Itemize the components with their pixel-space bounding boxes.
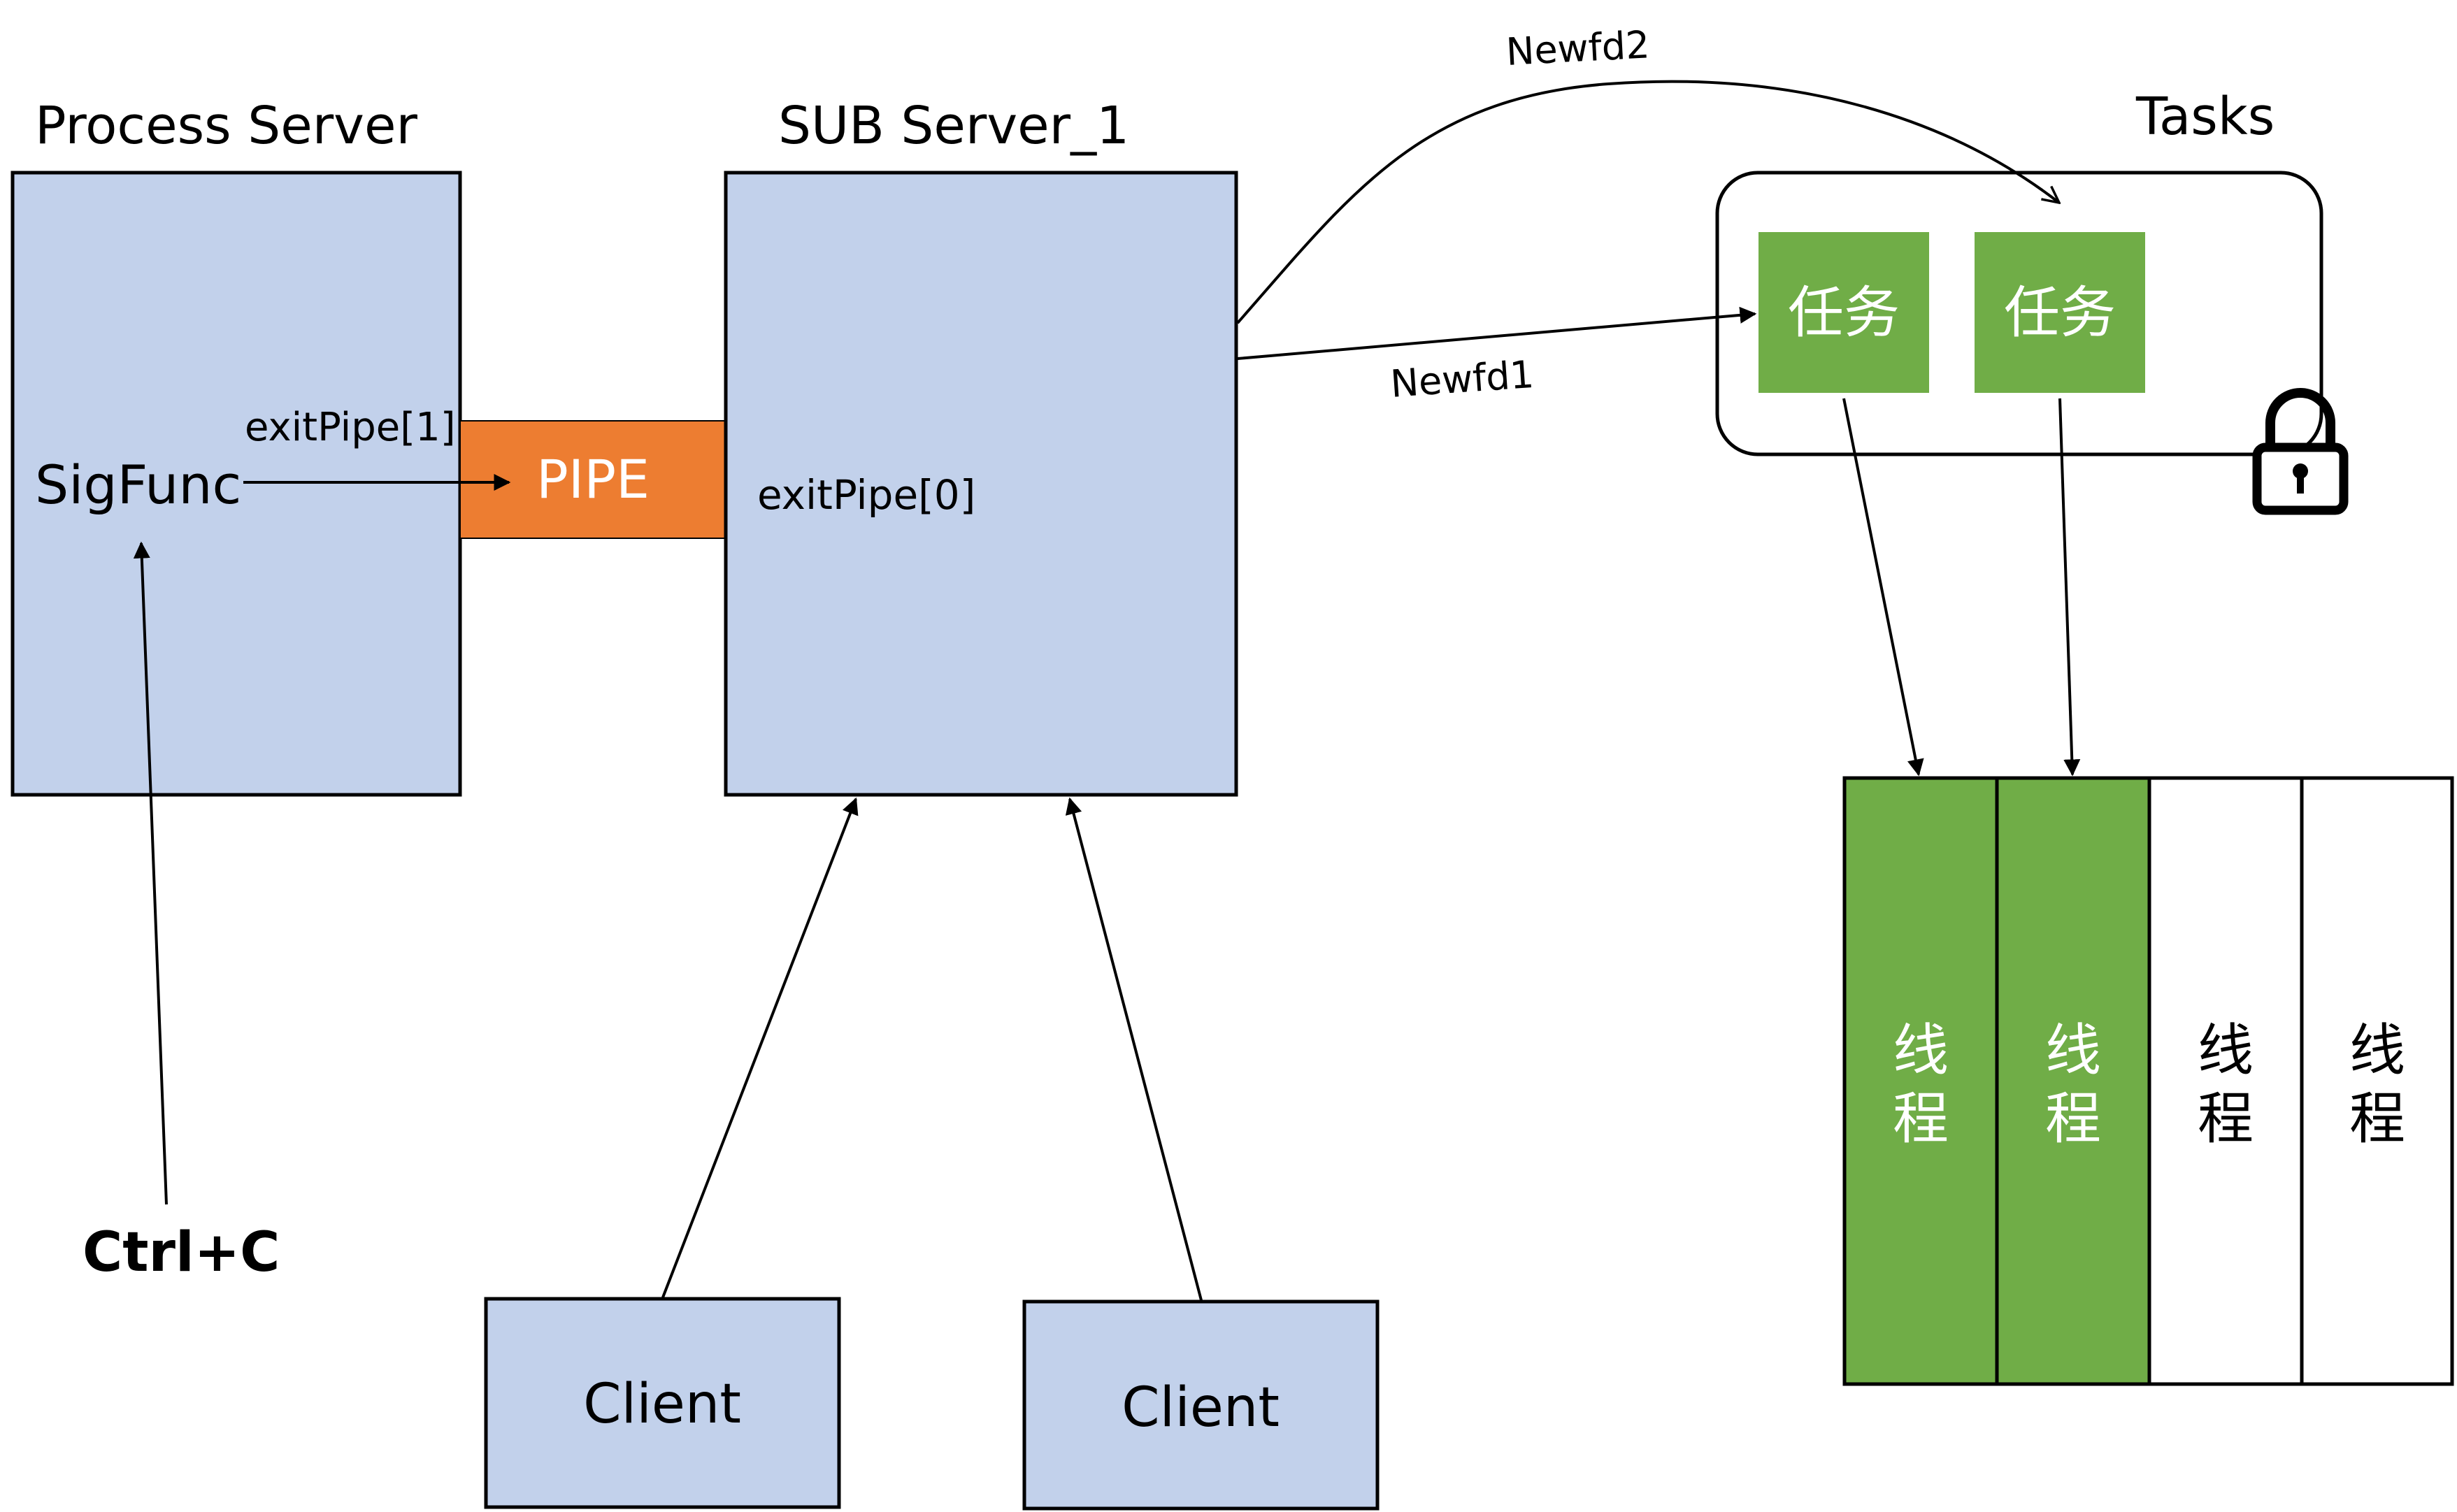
task-box-2	[1975, 232, 2145, 393]
thread-label-4-line2: 程	[2349, 1086, 2405, 1151]
thread-label-2-line2: 程	[2045, 1086, 2101, 1151]
client-label-1: Client	[583, 1373, 741, 1436]
thread-label-1-line1: 线	[1893, 1018, 1949, 1083]
task-label-1: 任务	[1788, 280, 1900, 345]
thread-label-4-line1: 线	[2349, 1018, 2405, 1083]
newfd1-label: Newfd1	[1389, 352, 1535, 406]
client-box-1	[484, 1297, 841, 1509]
sigfunc-label: SigFunc	[35, 454, 241, 516]
thread-label-3-line1: 线	[2198, 1018, 2254, 1083]
thread-label-3-line2: 程	[2198, 1086, 2254, 1151]
task-1-to-thread-arrow	[1842, 398, 1924, 777]
pipe-label: PIPE	[536, 448, 650, 510]
newfd2-label: Newfd2	[1505, 22, 1650, 74]
task-box-1	[1758, 232, 1929, 393]
newfd1-arrow	[1237, 306, 1757, 360]
thread-label-1-line2: 程	[1893, 1086, 1949, 1151]
task-2-to-thread-arrow	[2058, 398, 2081, 777]
ctrl-c-label: Ctrl+C	[83, 1221, 280, 1284]
thread-box-4	[2300, 776, 2454, 1386]
exit-pipe-1-label: exitPipe[1]	[245, 405, 456, 450]
ctrl-c-arrow	[133, 541, 168, 1205]
thread-box-1	[1842, 776, 1999, 1386]
exit-pipe-0-label: exitPipe[0]	[757, 471, 975, 519]
client-1-arrow	[661, 797, 859, 1298]
thread-box-3	[2147, 776, 2304, 1386]
client-box-2	[1022, 1299, 1380, 1511]
task-label-2: 任务	[2004, 280, 2116, 345]
lock-icon	[2252, 388, 2349, 515]
client-label-2: Client	[1122, 1376, 1280, 1439]
sub-server-box	[724, 171, 1238, 797]
thread-label-2-line1: 线	[2045, 1018, 2101, 1083]
newfd2-arrow	[1236, 80, 2059, 324]
tasks-title: Tasks	[2135, 87, 2275, 147]
sub-server-title: SUB Server_1	[778, 96, 1129, 156]
process-server-title: Process Server	[35, 96, 417, 156]
client-2-arrow	[1065, 797, 1203, 1301]
